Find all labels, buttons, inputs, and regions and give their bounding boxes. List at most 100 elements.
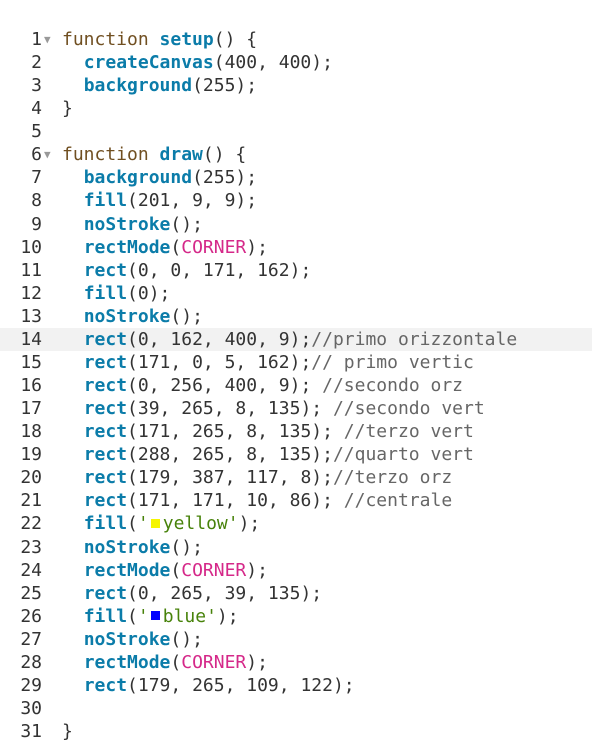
code-token: (255);: [192, 75, 258, 97]
line-number: 13: [20, 305, 42, 327]
code-text[interactable]: noStroke();: [62, 305, 203, 328]
code-line[interactable]: 8 fill(201, 9, 9);: [0, 189, 592, 212]
code-line[interactable]: 4}: [0, 97, 592, 120]
code-line[interactable]: 14 rect(0, 162, 400, 9);//primo orizzont…: [0, 327, 592, 351]
code-token: noStroke: [83, 305, 171, 327]
line-number: 6: [31, 144, 42, 166]
code-line[interactable]: 28 rectMode(CORNER);: [0, 651, 592, 674]
code-line[interactable]: 19 rect(288, 265, 8, 135);//quarto vert: [0, 443, 592, 466]
code-text[interactable]: rect(0, 0, 171, 162);: [62, 259, 312, 282]
code-token: rect: [83, 398, 128, 420]
code-token: (39, 265, 8, 135);: [127, 398, 333, 420]
code-text[interactable]: background(255);: [62, 74, 257, 97]
code-token: function: [62, 29, 160, 50]
code-token: (400, 400);: [213, 52, 333, 74]
code-token: [62, 214, 84, 235]
code-line[interactable]: 13 noStroke();: [0, 305, 592, 328]
line-number: 19: [20, 444, 42, 466]
code-token: );: [238, 513, 261, 535]
code-text[interactable]: fill(0);: [62, 282, 171, 305]
code-line[interactable]: 18 rect(171, 265, 8, 135); //terzo vert: [0, 420, 592, 443]
code-line[interactable]: 22 fill('yellow');: [0, 512, 592, 535]
code-token: [62, 75, 84, 96]
code-text[interactable]: rect(288, 265, 8, 135);//quarto vert: [62, 443, 474, 466]
line-number: 4: [31, 98, 42, 120]
code-line[interactable]: 26 fill('blue');: [0, 605, 592, 628]
code-token: //primo orizzontale: [311, 328, 518, 350]
code-line[interactable]: 12 fill(0);: [0, 282, 592, 305]
code-text[interactable]: noStroke();: [62, 213, 203, 236]
code-text[interactable]: }: [62, 97, 73, 120]
code-line[interactable]: 11 rect(0, 0, 171, 162);: [0, 259, 592, 282]
code-text[interactable]: fill('yellow');: [62, 512, 261, 535]
code-line[interactable]: 3 background(255);: [0, 74, 592, 97]
code-line[interactable]: 25 rect(0, 265, 39, 135);: [0, 582, 592, 605]
code-text[interactable]: noStroke();: [62, 536, 203, 559]
code-line[interactable]: 30: [0, 697, 592, 720]
code-text[interactable]: function draw() {: [62, 143, 246, 166]
code-text[interactable]: rect(179, 265, 109, 122);: [62, 674, 355, 697]
code-text[interactable]: rect(0, 256, 400, 9); //secondo orz: [62, 374, 463, 397]
line-number: 20: [20, 467, 42, 489]
code-token: ();: [170, 536, 203, 558]
code-text[interactable]: rect(179, 387, 117, 8);//terzo orz: [62, 466, 452, 489]
code-text[interactable]: rect(171, 265, 8, 135); //terzo vert: [62, 420, 474, 443]
code-text[interactable]: rect(39, 265, 8, 135); //secondo vert: [62, 397, 485, 420]
code-token: (0);: [127, 282, 171, 304]
code-token: background: [83, 167, 193, 189]
code-line[interactable]: 24 rectMode(CORNER);: [0, 559, 592, 582]
code-line[interactable]: 16 rect(0, 256, 400, 9); //secondo orz: [0, 374, 592, 397]
code-token: //terzo orz: [332, 467, 453, 489]
code-token: (288, 265, 8, 135);: [127, 444, 333, 466]
code-text[interactable]: createCanvas(400, 400);: [62, 51, 333, 74]
code-line[interactable]: 17 rect(39, 265, 8, 135); //secondo vert: [0, 397, 592, 420]
code-line[interactable]: 27 noStroke();: [0, 628, 592, 651]
code-text[interactable]: rect(0, 162, 400, 9);//primo orizzontale: [62, 328, 518, 351]
code-text[interactable]: fill('blue');: [62, 605, 239, 628]
code-line[interactable]: 21 rect(171, 171, 10, 86); //centrale: [0, 489, 592, 512]
code-text[interactable]: rect(171, 171, 10, 86); //centrale: [62, 489, 452, 512]
code-token: ': [137, 513, 149, 535]
code-line[interactable]: 10 rectMode(CORNER);: [0, 236, 592, 259]
code-text[interactable]: rectMode(CORNER);: [62, 236, 268, 259]
code-text[interactable]: background(255);: [62, 166, 257, 189]
code-line[interactable]: 23 noStroke();: [0, 536, 592, 559]
code-line[interactable]: 15 rect(171, 0, 5, 162);// primo vertic: [0, 351, 592, 374]
code-line[interactable]: 20 rect(179, 387, 117, 8);//terzo orz: [0, 466, 592, 489]
line-number: 2: [31, 52, 42, 74]
fold-triangle-icon[interactable]: ▼: [44, 148, 51, 162]
code-line[interactable]: 7 background(255);: [0, 166, 592, 189]
code-line[interactable]: 1▼function setup() {: [0, 28, 592, 51]
code-token: );: [246, 236, 268, 258]
code-token: rect: [83, 490, 128, 512]
fold-triangle-icon[interactable]: ▼: [44, 33, 51, 46]
line-number: 24: [20, 559, 42, 581]
code-text[interactable]: rect(171, 0, 5, 162);// primo vertic: [62, 351, 474, 374]
code-token: rect: [83, 467, 128, 489]
code-token: (179, 265, 109, 122);: [127, 674, 355, 696]
code-text[interactable]: noStroke();: [62, 628, 203, 651]
code-line[interactable]: 5: [0, 120, 592, 143]
code-token: [62, 467, 84, 488]
code-token: function: [62, 144, 160, 166]
code-line[interactable]: 2 createCanvas(400, 400);: [0, 51, 592, 74]
code-token: rect: [83, 259, 128, 281]
code-token: //quarto vert: [332, 444, 474, 466]
code-line[interactable]: 9 noStroke();: [0, 213, 592, 236]
line-number: 16: [20, 375, 42, 397]
code-text[interactable]: rectMode(CORNER);: [62, 651, 268, 674]
code-line[interactable]: 29 rect(179, 265, 109, 122);: [0, 674, 592, 697]
code-token: background: [83, 75, 193, 97]
code-text[interactable]: fill(201, 9, 9);: [62, 189, 257, 212]
code-token: [62, 675, 84, 696]
code-line[interactable]: 6▼ function draw() {: [0, 143, 592, 166]
code-token: noStroke: [83, 213, 171, 235]
code-text[interactable]: function setup() {: [62, 28, 257, 51]
code-text[interactable]: rectMode(CORNER);: [62, 559, 268, 582]
code-token: (: [170, 559, 182, 581]
code-text[interactable]: rect(0, 265, 39, 135);: [62, 582, 322, 605]
code-text[interactable]: }: [62, 720, 73, 743]
code-line[interactable]: 31}: [0, 720, 592, 743]
line-number: 31: [20, 721, 42, 743]
